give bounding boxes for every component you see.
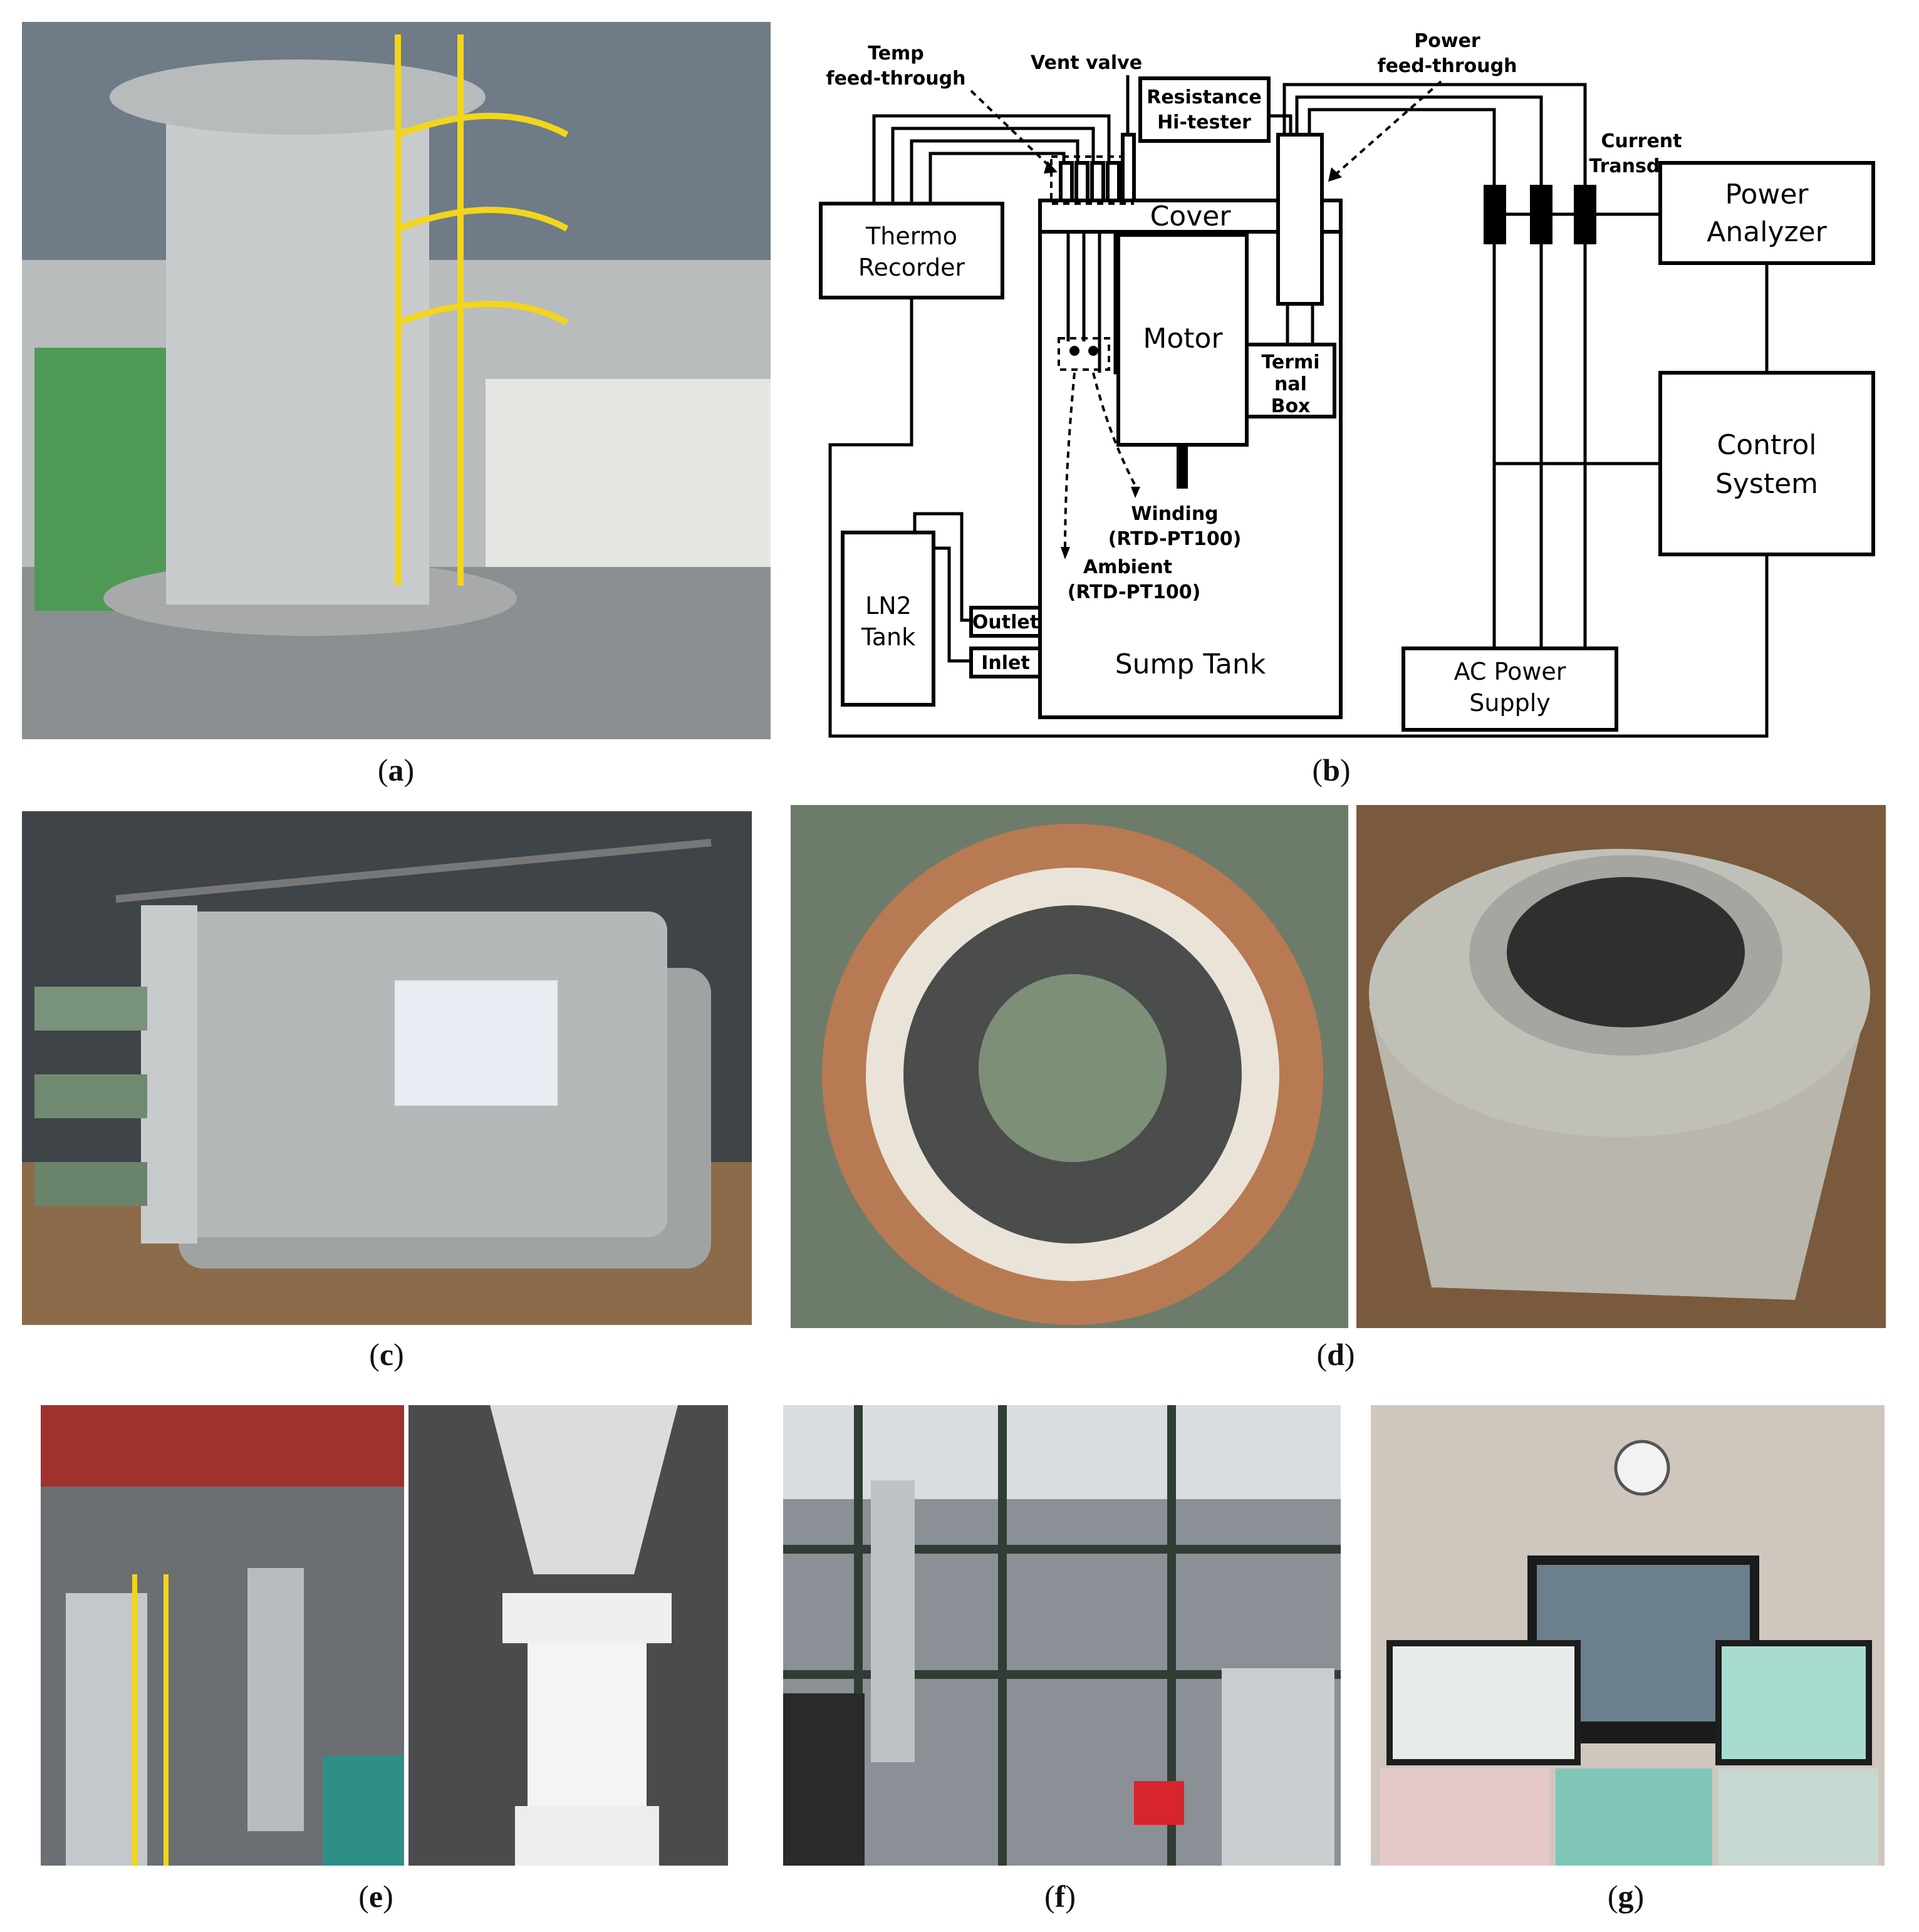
photo-g-illustration (1371, 1405, 1885, 1866)
resistance-label-1: Resistance (1147, 86, 1262, 108)
resistance-hi-tester-box (1138, 76, 1271, 143)
ln2-tank-label-1: LN2 (865, 592, 912, 620)
photo-c-motor-assembly (22, 811, 752, 1325)
vent-valve-label: Vent valve (1031, 52, 1142, 74)
photo-d-stator-winding (791, 805, 1348, 1328)
caption-f: (f) (1044, 1879, 1076, 1914)
photo-e-right-illustration (408, 1405, 728, 1866)
winding-label-1: Winding (1131, 503, 1218, 525)
terminal-box-label-3: Box (1271, 395, 1311, 417)
sensor-cluster-outline (1058, 337, 1110, 371)
photo-c-illustration (22, 811, 752, 1325)
ambient-label-2: (RTD-PT100) (1068, 581, 1201, 603)
motor-shaft (1177, 445, 1188, 489)
winding-label-2: (RTD-PT100) (1108, 528, 1242, 550)
thermo-recorder-box (819, 202, 1004, 299)
ln2-tank-label-2: Tank (861, 623, 915, 651)
terminal-box (1245, 343, 1336, 418)
photo-a-cryogenic-tower (22, 22, 771, 739)
caption-b: (b) (1312, 752, 1351, 787)
current-transducer-label-1: Current (1601, 130, 1682, 152)
outlet-label: Outlet (972, 611, 1039, 633)
control-system-label-1: Control (1717, 429, 1816, 461)
control-system-box (1658, 371, 1875, 556)
ac-power-supply-label-1: AC Power (1454, 658, 1566, 685)
caption-d: (d) (1316, 1337, 1355, 1372)
photo-g-control-room (1371, 1405, 1885, 1866)
ac-power-supply-label-2: Supply (1469, 689, 1551, 717)
sump-tank-label: Sump Tank (1115, 648, 1266, 680)
ac-power-supply-box (1402, 647, 1618, 732)
temp-feedthrough-label-2: feed-through (826, 68, 966, 90)
power-analyzer-label-2: Analyzer (1707, 216, 1827, 248)
photo-e-left-illustration (41, 1405, 404, 1866)
motor-box (1116, 233, 1249, 447)
motor-label: Motor (1143, 323, 1223, 355)
photo-f-site-installation (783, 1405, 1341, 1866)
photo-d-rotor-core (1356, 805, 1886, 1328)
photo-f-illustration (783, 1405, 1341, 1866)
photo-d-left-illustration (791, 805, 1348, 1328)
caption-a: (a) (377, 752, 415, 787)
inlet-label: Inlet (981, 652, 1030, 674)
temp-feedthrough-label-1: Temp (868, 43, 924, 65)
test-setup-schematic: Thermo Recorder Cover Sump Tank Motor Te… (819, 30, 1875, 738)
ambient-label-1: Ambient (1083, 556, 1172, 578)
caption-g: (g) (1607, 1879, 1645, 1914)
power-analyzer-box (1658, 161, 1875, 265)
photo-e-frosted-motor (408, 1405, 728, 1866)
current-transducers (1484, 185, 1596, 244)
thermo-recorder-label-1: Thermo (865, 222, 957, 250)
photo-e-crane-installation (41, 1405, 404, 1866)
photo-d-right-illustration (1356, 805, 1886, 1328)
photo-a-illustration (22, 22, 771, 739)
ln2-tank-box (841, 531, 935, 707)
control-system-label-2: System (1715, 468, 1818, 500)
caption-c: (c) (369, 1337, 404, 1372)
terminal-box-label-2: nal (1274, 373, 1307, 395)
power-analyzer-label-1: Power (1725, 179, 1809, 210)
terminal-box-label-1: Termi (1261, 351, 1319, 373)
power-feedthrough-label-1: Power (1414, 30, 1480, 52)
cover-label: Cover (1150, 200, 1232, 232)
thermo-recorder-label-2: Recorder (858, 254, 965, 281)
caption-e: (e) (358, 1879, 393, 1914)
temp-feedthrough-tubes (1059, 133, 1136, 202)
inlet-box (969, 647, 1042, 678)
outlet-box (969, 606, 1042, 638)
power-feedthrough-label-2: feed-through (1378, 55, 1517, 77)
power-feedthrough-column (1276, 133, 1324, 306)
resistance-label-2: Hi-tester (1157, 112, 1251, 133)
